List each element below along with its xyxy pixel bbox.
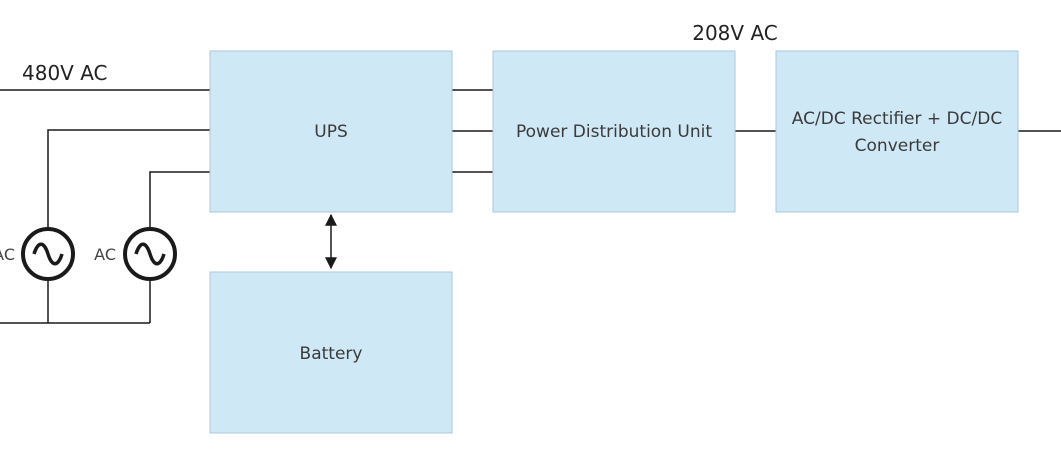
ac-source-1: AC [0,227,75,281]
wire-source2-top [149,171,210,229]
rectifier-block: AC/DC Rectifier + DC/DC Converter [775,50,1019,213]
ac-source-1-label: AC [0,245,15,264]
sine-wave-icon [134,242,166,266]
pdu-label: Power Distribution Unit [516,122,712,142]
rectifier-label-line2: Converter [855,136,940,156]
voltage-480v-label: 480V AC [22,61,108,85]
wire-source1-top [47,129,210,229]
ac-source-2-label: AC [94,245,116,264]
ac-source-2: AC [94,227,177,281]
voltage-208v-label: 208V AC [692,21,778,45]
battery-block: Battery [209,271,453,434]
ups-block: UPS [209,50,453,213]
ups-label: UPS [314,122,348,142]
battery-label: Battery [300,344,363,364]
rectifier-label-line1: AC/DC Rectifier + DC/DC [792,109,1002,129]
pdu-block: Power Distribution Unit [492,50,736,213]
sine-wave-icon [32,242,64,266]
